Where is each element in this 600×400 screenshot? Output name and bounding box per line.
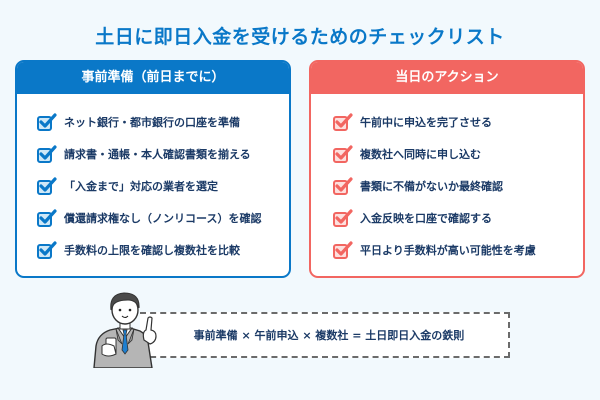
preparation-card-header: 事前準備（前日までに） (17, 62, 289, 94)
page-title: 土日に即日入金を受けるためのチェックリスト (95, 26, 505, 48)
list-item-text: 複数社へ同時に申し込む (360, 148, 481, 161)
same-day-actions-list: 午前中に申込を完了させる 複数社へ同時に申し込む 書類に不備がないか最終確認 入… (311, 94, 583, 266)
summary-box: 事前準備 × 午前申込 × 複数社 = 土日即日入金の鉄則 (140, 312, 510, 358)
list-item-text: ネット銀行・都市銀行の口座を準備 (64, 116, 240, 129)
list-item-text: 午前中に申込を完了させる (360, 116, 492, 129)
businessman-pointing-icon (93, 292, 157, 368)
checkbox-checked-icon (333, 145, 353, 163)
preparation-list: ネット銀行・都市銀行の口座を準備 請求書・通帳・本人確認書類を揃える 「入金まで… (17, 94, 289, 266)
checkbox-checked-icon (37, 177, 57, 195)
list-item: 入金反映を口座で確認する (333, 202, 583, 234)
list-item-text: 手数料の上限を確認し複数社を比較 (64, 244, 240, 257)
same-day-actions-card-header: 当日のアクション (311, 62, 583, 94)
list-item-text: 請求書・通帳・本人確認書類を揃える (64, 148, 251, 161)
list-item: ネット銀行・都市銀行の口座を準備 (37, 106, 289, 138)
list-item-text: 入金反映を口座で確認する (360, 212, 492, 225)
same-day-actions-card: 当日のアクション 午前中に申込を完了させる 複数社へ同時に申し込む 書類に不備が… (309, 60, 585, 278)
list-item-text: 「入金まで」対応の業者を選定 (64, 180, 218, 193)
checkbox-checked-icon (37, 241, 57, 259)
list-item: 平日より手数料が高い可能性を考慮 (333, 234, 583, 266)
checkbox-checked-icon (37, 209, 57, 227)
checkbox-checked-icon (333, 241, 353, 259)
preparation-card: 事前準備（前日までに） ネット銀行・都市銀行の口座を準備 請求書・通帳・本人確認… (15, 60, 291, 278)
list-item-text: 償還請求権なし（ノンリコース）を確認 (64, 212, 262, 225)
checkbox-checked-icon (333, 177, 353, 195)
list-item: 「入金まで」対応の業者を選定 (37, 170, 289, 202)
checkbox-checked-icon (37, 145, 57, 163)
list-item-text: 平日より手数料が高い可能性を考慮 (360, 244, 536, 257)
list-item: 手数料の上限を確認し複数社を比較 (37, 234, 289, 266)
list-item: 請求書・通帳・本人確認書類を揃える (37, 138, 289, 170)
checkbox-checked-icon (333, 209, 353, 227)
list-item-text: 書類に不備がないか最終確認 (360, 180, 503, 193)
summary-text: 事前準備 × 午前申込 × 複数社 = 土日即日入金の鉄則 (193, 329, 465, 342)
list-item: 午前中に申込を完了させる (333, 106, 583, 138)
list-item: 書類に不備がないか最終確認 (333, 170, 583, 202)
checkbox-checked-icon (37, 113, 57, 131)
list-item: 複数社へ同時に申し込む (333, 138, 583, 170)
checkbox-checked-icon (333, 113, 353, 131)
list-item: 償還請求権なし（ノンリコース）を確認 (37, 202, 289, 234)
